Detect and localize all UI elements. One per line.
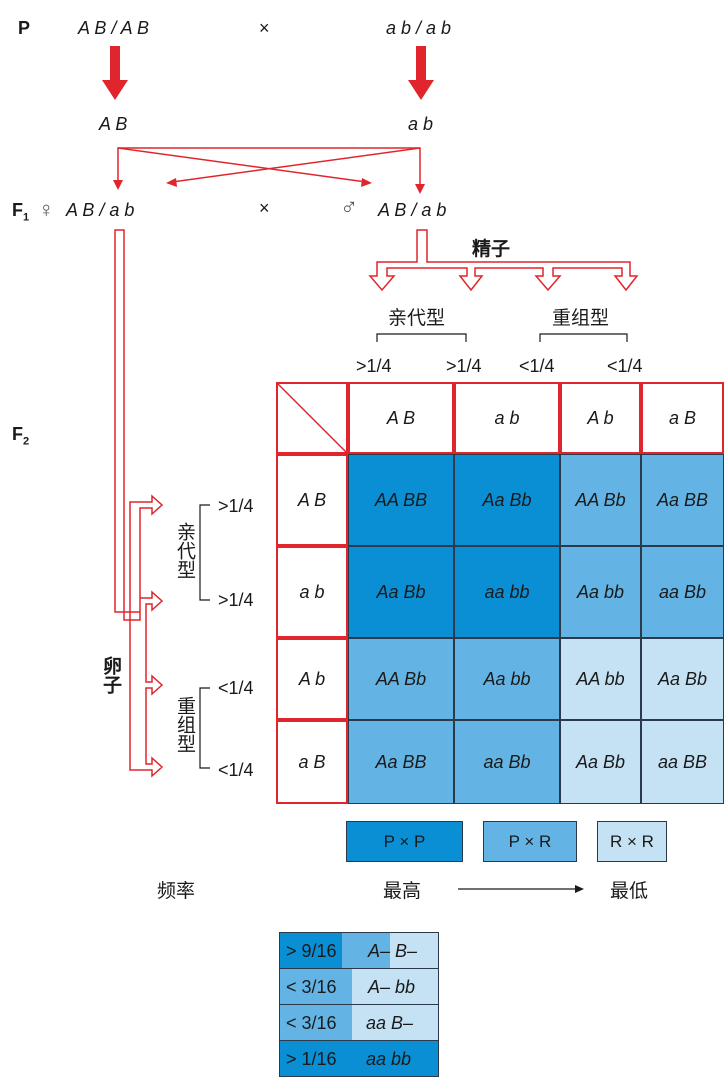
f2-subscript: 2 [23, 435, 30, 448]
phenotype-class: A– bb [368, 977, 416, 997]
sperm-parental-label: 亲代型 [388, 307, 446, 329]
legend-pxr: P × R [483, 821, 577, 862]
egg-gamete-header: A B [276, 454, 348, 546]
phenotype-freq: > 9/16 [286, 941, 337, 961]
f2-genotype-cell: Aa bb [560, 546, 641, 638]
gamete-left: A B [99, 114, 128, 134]
f2-genotype-cell: Aa Bb [560, 720, 641, 804]
arrowhead [166, 178, 177, 187]
male-symbol: ♂ [340, 194, 358, 221]
frequency-label: 频率 [157, 880, 196, 902]
egg-arrows [114, 229, 164, 778]
f2-genotype-cell: Aa bb [454, 638, 560, 720]
egg-parental-label: 亲代型 [174, 522, 196, 579]
f2-genotype-cell: AA Bb [348, 638, 454, 720]
sperm-freq: >1/4 [356, 356, 392, 376]
phenotype-table: > 9/16 A– B– < 3/16 A– bb < 3/16 aa B– >… [279, 932, 439, 1077]
sperm-brackets [376, 333, 628, 342]
sperm-arrows [368, 229, 639, 292]
gamete-right: a b [408, 114, 434, 134]
parent-right-genotype: a b / a b [386, 18, 452, 38]
f2-genotype-cell: AA BB [348, 454, 454, 546]
sperm-freq: <1/4 [519, 356, 555, 376]
f2-genotype-cell: AA bb [560, 638, 641, 720]
f1-letter: F [12, 200, 23, 220]
f2-genotype-cell: Aa Bb [454, 454, 560, 546]
legend-rxr: R × R [597, 821, 667, 862]
sperm-gamete-header: a B [641, 382, 724, 454]
sperm-gamete-header: A B [348, 382, 454, 454]
f2-genotype-cell: aa Bb [454, 720, 560, 804]
egg-gamete-header: a b [276, 546, 348, 638]
phenotype-class: aa B– [366, 1013, 414, 1033]
phenotype-row: < 3/16 A– bb [280, 969, 438, 1005]
egg-brackets [199, 504, 210, 769]
sperm-freq: <1/4 [607, 356, 643, 376]
phenotype-freq: < 3/16 [286, 1013, 337, 1033]
egg-title: 卵子 [100, 656, 122, 694]
punnett-diagonal [277, 383, 349, 455]
egg-recombinant-label: 重组型 [174, 696, 196, 753]
f2-genotype-cell: AA Bb [560, 454, 641, 546]
cross-symbol: × [259, 18, 270, 38]
phenotype-class: aa bb [366, 1049, 412, 1069]
legend-arrow [458, 885, 584, 893]
f1-label: F1 [12, 200, 29, 224]
f2-letter: F [12, 424, 23, 444]
sperm-title: 精子 [472, 238, 511, 260]
f1-subscript: 1 [23, 211, 30, 224]
punnett-corner [276, 382, 348, 454]
egg-freq: >1/4 [218, 590, 254, 610]
f1-cross-symbol: × [259, 198, 270, 218]
f2-genotype-cell: Aa Bb [641, 638, 724, 720]
f1-female-genotype: A B / a b [66, 200, 135, 220]
egg-freq: <1/4 [218, 760, 254, 780]
sperm-gamete-header: A b [560, 382, 641, 454]
phenotype-freq: < 3/16 [286, 977, 337, 997]
arrowhead [415, 184, 425, 194]
egg-freq: <1/4 [218, 678, 254, 698]
highest-label: 最高 [383, 880, 422, 902]
phenotype-row: > 9/16 A– B– [280, 933, 438, 969]
p-label: P [18, 18, 31, 38]
egg-gamete-header: A b [276, 638, 348, 720]
f1-male-genotype: A B / a b [378, 200, 447, 220]
f2-genotype-cell: Aa BB [641, 454, 724, 546]
f2-genotype-cell: Aa BB [348, 720, 454, 804]
f2-genotype-cell: aa Bb [641, 546, 724, 638]
parent-left-genotype: A B / A B [78, 18, 150, 38]
f2-label: F2 [12, 424, 29, 448]
phenotype-row: > 1/16 aa bb [280, 1041, 438, 1076]
p-gamete-arrow-left [102, 46, 128, 100]
phenotype-class: A– B– [368, 941, 418, 961]
arrowhead [361, 178, 372, 187]
legend-pxp: P × P [346, 821, 463, 862]
sperm-freq: >1/4 [446, 356, 482, 376]
f2-genotype-cell: aa BB [641, 720, 724, 804]
sperm-recombinant-label: 重组型 [552, 307, 610, 329]
p-gamete-arrow-right [408, 46, 434, 100]
sperm-gamete-header: a b [454, 382, 560, 454]
arrowhead [113, 180, 123, 190]
phenotype-freq: > 1/16 [286, 1049, 337, 1069]
female-symbol: ♀ [38, 197, 55, 222]
egg-freq: >1/4 [218, 496, 254, 516]
f2-genotype-cell: Aa Bb [348, 546, 454, 638]
phenotype-row: < 3/16 aa B– [280, 1005, 438, 1041]
egg-gamete-header: a B [276, 720, 348, 804]
cross-lines [117, 147, 421, 186]
f2-genotype-cell: aa bb [454, 546, 560, 638]
lowest-label: 最低 [610, 880, 649, 902]
